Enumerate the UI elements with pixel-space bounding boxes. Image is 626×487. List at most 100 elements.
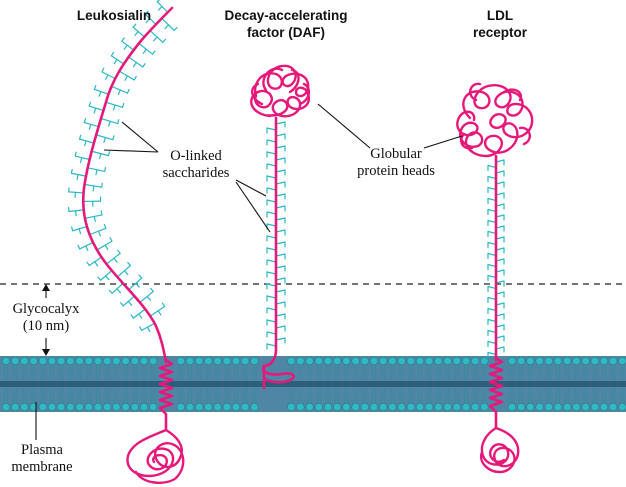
lipid-outer <box>1 356 11 380</box>
lipid-outer <box>130 356 139 380</box>
daf-saccharides <box>266 121 286 350</box>
lipid-inner <box>20 388 29 412</box>
saccharide-branch <box>495 192 505 199</box>
lipid-inner <box>47 388 57 412</box>
saccharide-branch <box>266 139 277 146</box>
lipid-outer <box>471 356 480 380</box>
lipid-outer <box>517 356 526 380</box>
saccharide-branch <box>266 127 277 134</box>
saccharide-branch <box>266 319 277 326</box>
lipid-outer <box>443 356 452 380</box>
label-ldl-line1: LDL <box>487 8 513 23</box>
saccharide-branch <box>275 121 286 128</box>
leukosialin-transmembrane-helix <box>158 358 174 432</box>
lipid-outer <box>369 356 379 380</box>
saccharide-branch <box>83 118 100 130</box>
saccharide-branch <box>487 186 497 194</box>
lipid-outer <box>360 356 369 380</box>
saccharide-branch <box>495 181 505 188</box>
saccharide-branch <box>266 235 277 242</box>
saccharide-branch <box>487 296 497 304</box>
lipid-inner <box>517 388 526 412</box>
lipid-outer <box>461 356 471 380</box>
saccharide-branch <box>108 282 124 294</box>
lipid-outer <box>185 356 195 380</box>
saccharide-branch <box>132 23 145 38</box>
lipid-inner <box>590 388 599 412</box>
lipid-inner <box>84 388 93 412</box>
lipid-inner <box>526 388 535 412</box>
saccharide-branch <box>149 29 167 43</box>
lipid-outer <box>323 356 333 380</box>
lipid-outer <box>112 356 121 380</box>
lipid-outer <box>84 356 93 380</box>
saccharide-branch <box>487 252 497 260</box>
leader-olinked-leuko2 <box>103 149 159 153</box>
saccharide-branch <box>120 295 135 307</box>
lipid-outer <box>103 356 112 380</box>
lipid-outer <box>590 356 599 380</box>
lipid-inner <box>75 388 84 412</box>
lipid-outer <box>572 356 581 380</box>
lipid-inner <box>103 388 112 412</box>
lipid-inner <box>480 388 489 412</box>
label-globular-line1: Globular <box>370 146 422 162</box>
daf-molecule <box>250 64 311 390</box>
saccharide-branch <box>275 193 286 200</box>
saccharide-branch <box>105 101 125 111</box>
lipid-outer <box>507 356 517 380</box>
lipid-inner <box>379 388 388 412</box>
lipid-inner <box>139 388 149 412</box>
saccharide-branch <box>487 219 497 227</box>
lipid-outer <box>93 356 103 380</box>
daf-gpi-anchor <box>261 364 295 384</box>
lipid-outer <box>241 356 250 380</box>
lipid-outer <box>57 356 66 380</box>
lipid-inner <box>121 388 130 412</box>
leukosialin-chain <box>81 6 174 364</box>
saccharide-branch <box>495 236 505 243</box>
lipid-outer <box>434 356 443 380</box>
lipid-inner <box>314 388 323 412</box>
lipid-inner <box>461 388 471 412</box>
lipid-outer <box>195 356 204 380</box>
saccharide-branch <box>266 199 277 206</box>
lipid-inner <box>195 388 204 412</box>
lipid-inner <box>66 388 75 412</box>
lipid-inner <box>544 388 553 412</box>
lipid-inner <box>57 388 66 412</box>
lipid-inner <box>241 388 250 412</box>
ldl-receptor-molecule <box>456 82 534 474</box>
leukosialin-saccharides <box>67 0 178 333</box>
saccharide-branch <box>87 166 107 176</box>
saccharide-branch <box>78 134 95 147</box>
lipid-outer <box>38 356 47 380</box>
lipid-outer <box>305 356 314 380</box>
saccharide-branch <box>275 217 286 224</box>
saccharide-branch <box>266 259 277 266</box>
lipid-outer <box>480 356 489 380</box>
saccharide-branch <box>495 247 505 254</box>
saccharide-branch <box>275 253 286 260</box>
lipid-inner <box>397 388 406 412</box>
lipid-outer <box>47 356 57 380</box>
lipid-outer <box>231 356 241 380</box>
lipid-inner <box>471 388 480 412</box>
lipid-outer <box>618 356 626 380</box>
saccharide-branch <box>266 331 277 338</box>
lipid-inner <box>130 388 139 412</box>
saccharide-branch <box>266 343 277 350</box>
saccharide-branch <box>495 203 505 210</box>
lipid-inner <box>563 388 572 412</box>
lipid-inner <box>360 388 369 412</box>
lipid-inner <box>185 388 195 412</box>
daf-globular-head-loops <box>251 67 311 106</box>
leader-globular-daf <box>317 103 371 149</box>
saccharide-branch <box>275 145 286 152</box>
lipid-outer <box>66 356 75 380</box>
label-membrane-line2: membrane <box>11 459 72 475</box>
saccharide-branch <box>266 163 277 170</box>
saccharide-branch <box>110 85 130 96</box>
label-leukosialin: Leukosialin <box>77 8 151 23</box>
lipid-inner <box>572 388 581 412</box>
